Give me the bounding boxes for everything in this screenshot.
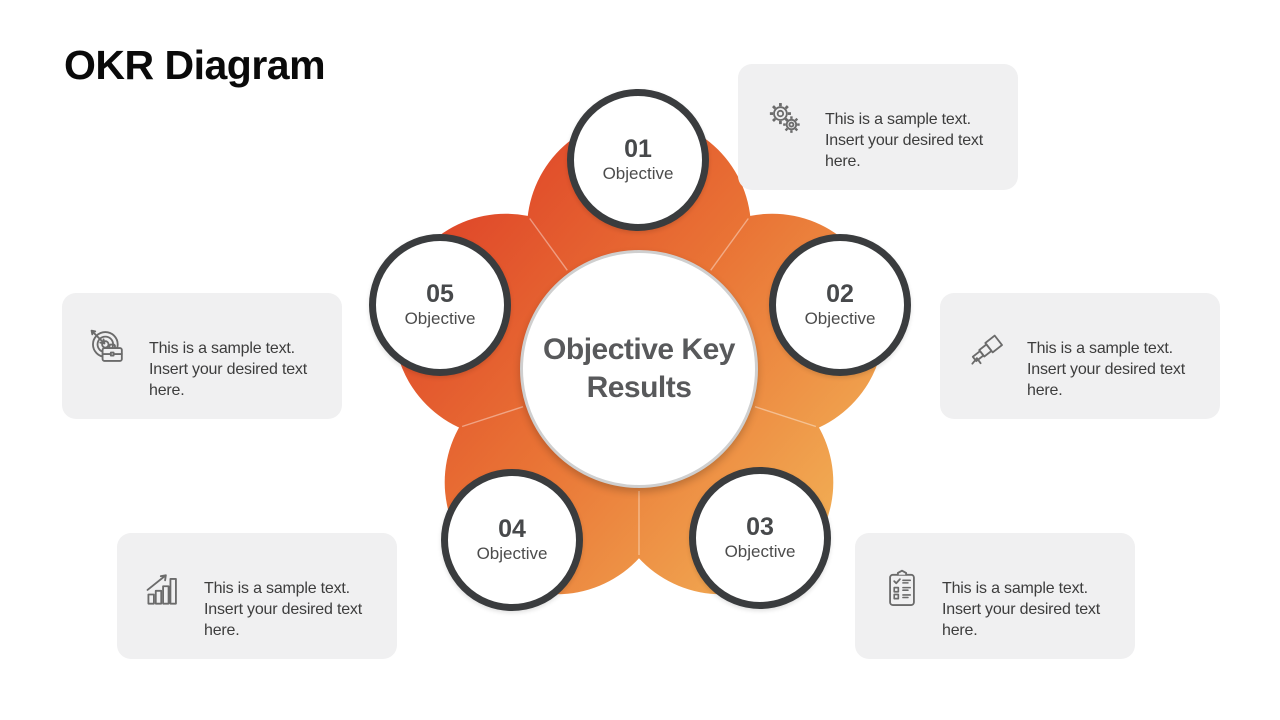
- node-number: 02: [826, 280, 854, 308]
- telescope-icon: [965, 327, 1009, 371]
- page-title: OKR Diagram: [64, 42, 326, 88]
- callout-box-telescope: This is a sample text. Insert your desir…: [940, 293, 1220, 419]
- center-circle: Objective Key Results: [520, 250, 758, 488]
- node-number: 04: [498, 515, 526, 543]
- node-label: Objective: [404, 309, 476, 328]
- node-label: Objective: [724, 542, 796, 561]
- node-circle-05: 05 Objective: [369, 234, 511, 376]
- callout-box-growth-chart: This is a sample text. Insert your desir…: [117, 533, 397, 659]
- node-circle-03: 03 Objective: [689, 467, 831, 609]
- center-title: Objective Key Results: [543, 333, 735, 404]
- node-label: Objective: [602, 164, 674, 183]
- gears-icon: [763, 98, 807, 142]
- callout-text: This is a sample text. Insert your desir…: [1027, 340, 1185, 399]
- petal-seams: [461, 218, 817, 555]
- node-label: Objective: [476, 544, 548, 563]
- callout-text: This is a sample text. Insert your desir…: [149, 340, 307, 399]
- node-number: 05: [426, 280, 454, 308]
- node-number: 01: [624, 135, 652, 163]
- target-icon: [87, 327, 131, 371]
- node-number: 03: [746, 513, 774, 541]
- callout-box-gears: This is a sample text. Insert your desir…: [738, 64, 1018, 190]
- callout-text: This is a sample text. Insert your desir…: [204, 580, 362, 639]
- checklist-icon: [880, 567, 924, 611]
- callout-box-checklist: This is a sample text. Insert your desir…: [855, 533, 1135, 659]
- node-circle-01: 01 Objective: [567, 89, 709, 231]
- growth-chart-icon: [142, 567, 186, 611]
- node-circle-04: 04 Objective: [441, 469, 583, 611]
- node-circle-02: 02 Objective: [769, 234, 911, 376]
- callout-text: This is a sample text. Insert your desir…: [942, 580, 1100, 639]
- callout-box-target: This is a sample text. Insert your desir…: [62, 293, 342, 419]
- node-label: Objective: [804, 309, 876, 328]
- callout-text: This is a sample text. Insert your desir…: [825, 111, 983, 170]
